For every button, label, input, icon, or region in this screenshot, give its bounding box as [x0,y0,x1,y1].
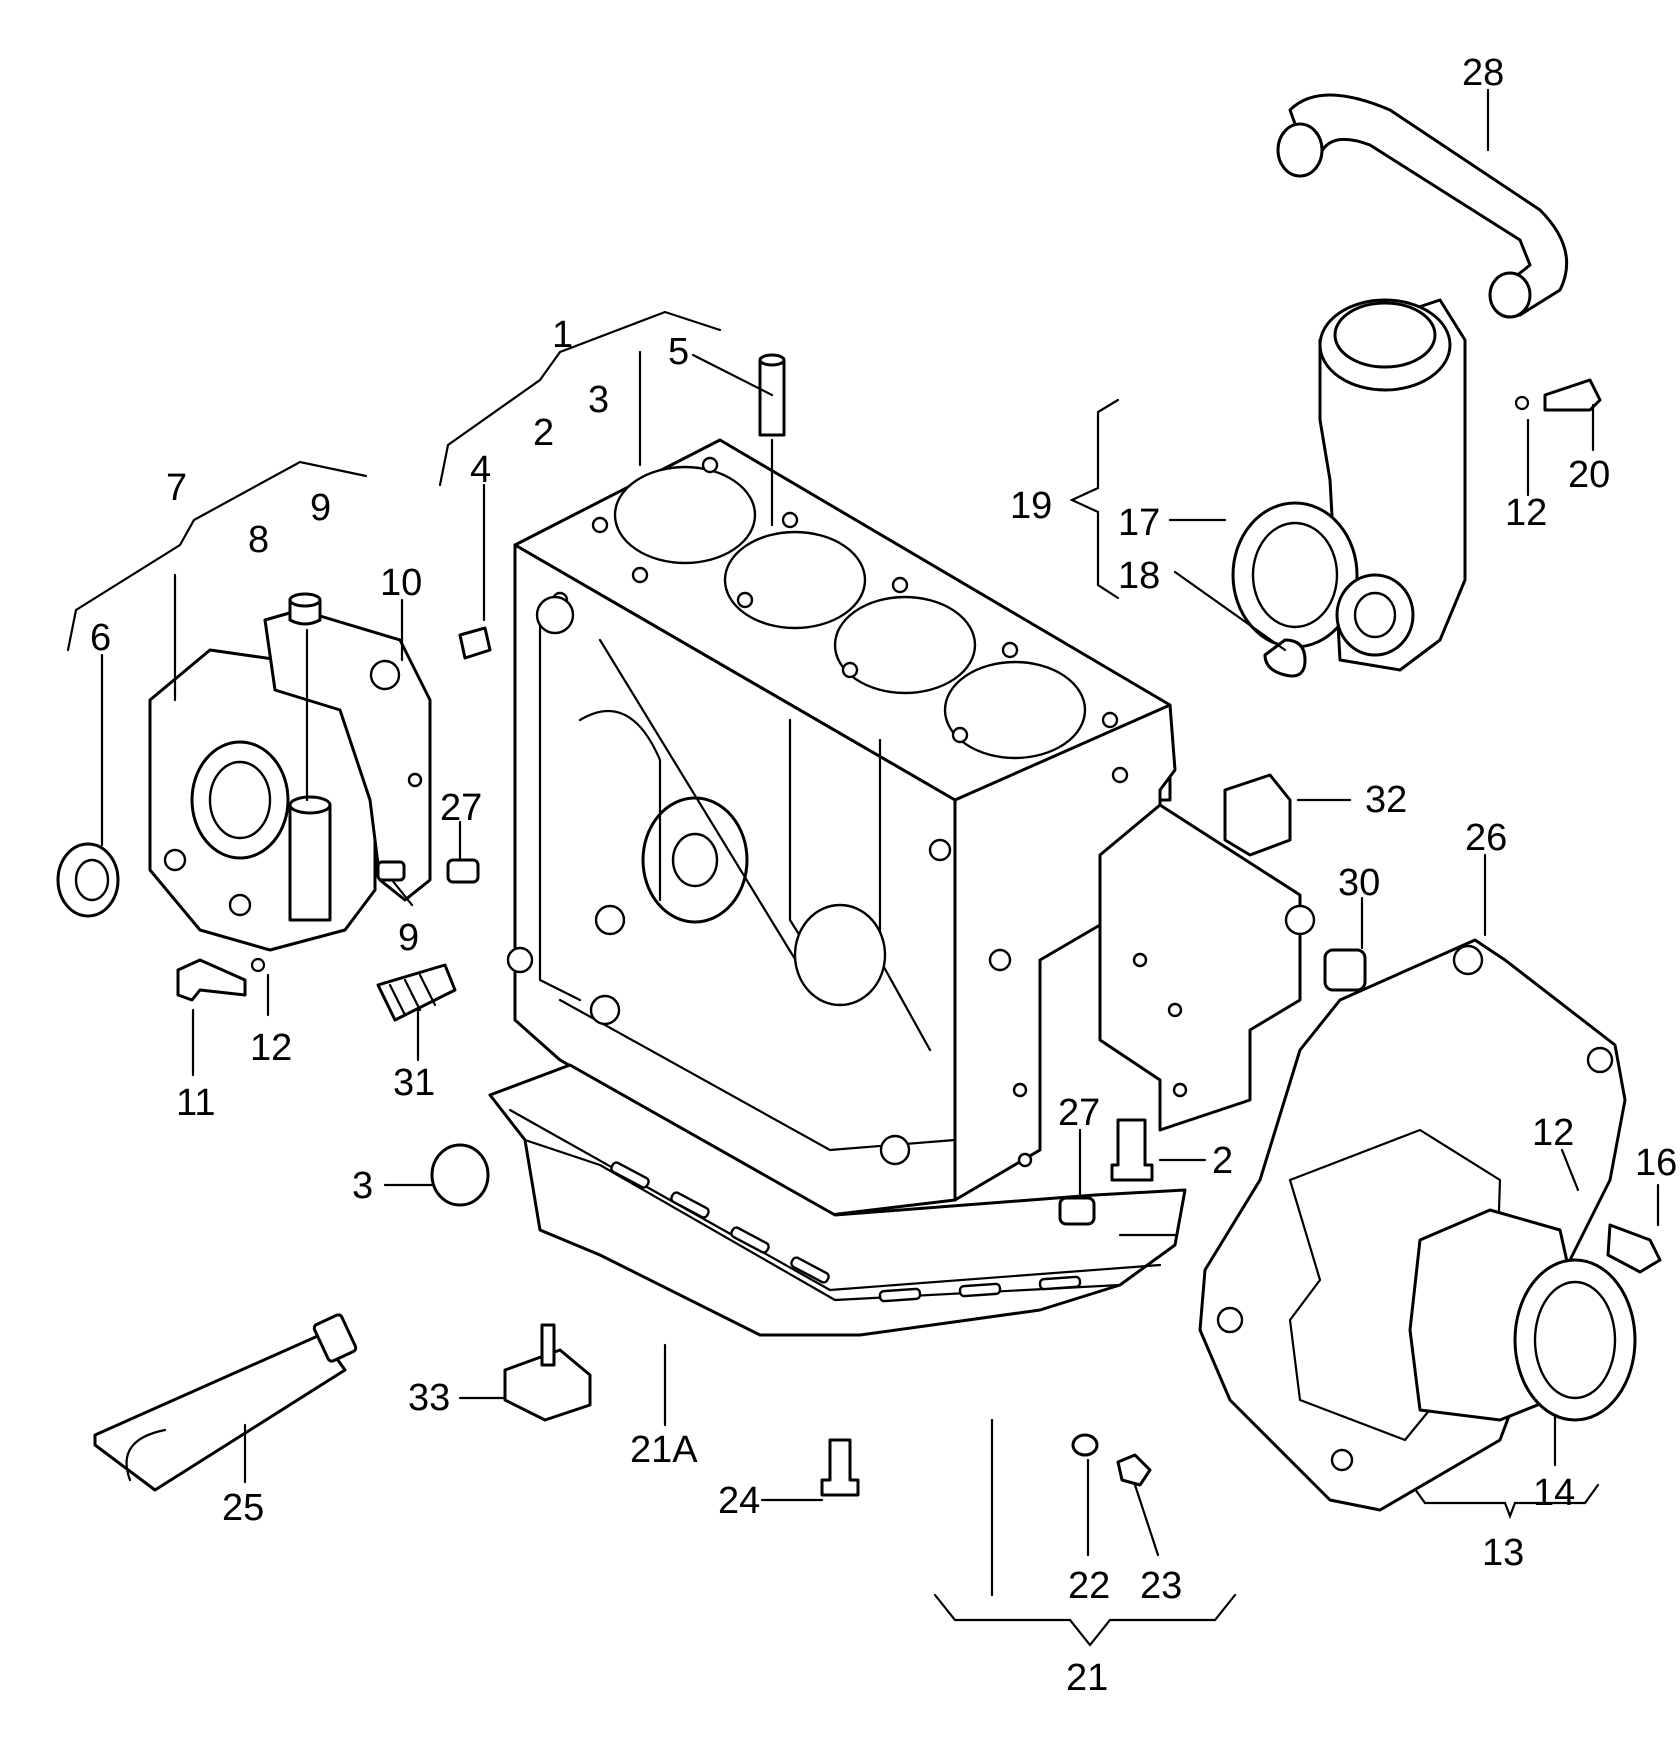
group-brackets [66,310,1600,1647]
callout-12-top: 12 [1505,492,1547,534]
callout-7: 7 [166,467,187,509]
callout-19: 19 [1010,485,1052,527]
pin-27-right [1058,1196,1096,1226]
bolt-2 [1110,1118,1154,1182]
oil-pan [488,1063,1187,1337]
threaded-bush-31 [376,963,457,1022]
callout-16: 16 [1635,1142,1677,1184]
callout-33: 33 [408,1377,450,1419]
callout-30: 30 [1338,862,1380,904]
callout-27-right: 27 [1058,1092,1100,1134]
bolt-11 [176,958,247,1002]
rear-gasket [1198,938,1627,1512]
bolt-24 [820,1438,860,1497]
gasket-18 [1263,638,1307,678]
cylinder-bore-3 [833,595,977,695]
bush-4 [458,626,492,660]
callout-21: 21 [1066,1657,1108,1699]
callout-13: 13 [1482,1532,1524,1574]
callout-3-left: 3 [352,1165,373,1207]
callout-labels: 1 2 3 4 5 6 7 8 9 10 9 11 12 27 31 3 28 … [90,52,1677,1699]
cylinder-bore-2 [723,530,867,630]
pan-gasket-slots [610,1161,1082,1303]
callout-8: 8 [248,519,269,561]
rear-seal-flange [1408,1208,1637,1422]
callout-21A: 21A [630,1429,698,1471]
bracket-19 [1069,398,1120,600]
callout-1: 1 [552,314,573,356]
oil-separator [1231,298,1467,678]
callout-12-right: 12 [1532,1112,1574,1154]
bracket-21 [933,1593,1237,1647]
plug-23 [1116,1453,1152,1487]
callout-9-top: 9 [310,487,331,529]
pin-27-left [446,858,480,884]
pin-9 [376,860,406,882]
seal-3 [430,1143,490,1207]
callout-27-left: 27 [440,787,482,829]
callout-9-bottom: 9 [398,917,419,959]
callout-3: 3 [588,379,609,421]
callout-6: 6 [90,617,111,659]
bolt-16 [1606,1223,1662,1274]
callout-22: 22 [1068,1565,1110,1607]
callout-25: 25 [222,1487,264,1529]
bush-30 [1323,948,1367,992]
callout-17: 17 [1118,502,1160,544]
callout-31: 31 [393,1062,435,1104]
callout-14: 14 [1533,1472,1575,1514]
callout-12-left: 12 [250,1027,292,1069]
callout-10: 10 [380,562,422,604]
bracket-1 [438,310,722,487]
bracket-13 [1410,1483,1600,1520]
callout-23: 23 [1140,1565,1182,1607]
bolt-20 [1543,378,1602,412]
callout-20: 20 [1568,454,1610,496]
dowel-5 [758,358,786,437]
cover-32 [1223,773,1292,857]
callout-2-right: 2 [1212,1140,1233,1182]
sealant-tube-25 [93,1333,347,1492]
cylinder-bore-1 [613,465,757,565]
ring-22 [1071,1433,1099,1457]
callout-5: 5 [668,331,689,373]
breather-hose [1276,93,1569,319]
callout-28: 28 [1462,52,1504,94]
callout-26: 26 [1465,817,1507,859]
callout-32: 32 [1365,779,1407,821]
cylinder-bore-4 [943,660,1087,760]
callout-11: 11 [176,1082,215,1124]
sensor-33 [503,1348,592,1422]
callout-4: 4 [470,449,491,491]
bracket-7 [66,460,368,652]
callout-2: 2 [533,412,554,454]
small-parts [56,353,1662,1497]
callout-18: 18 [1118,555,1160,597]
callout-24: 24 [718,1480,760,1522]
leader-lines [100,88,1660,1597]
front-seal-flange [148,648,377,952]
engine-block [506,438,1316,1217]
